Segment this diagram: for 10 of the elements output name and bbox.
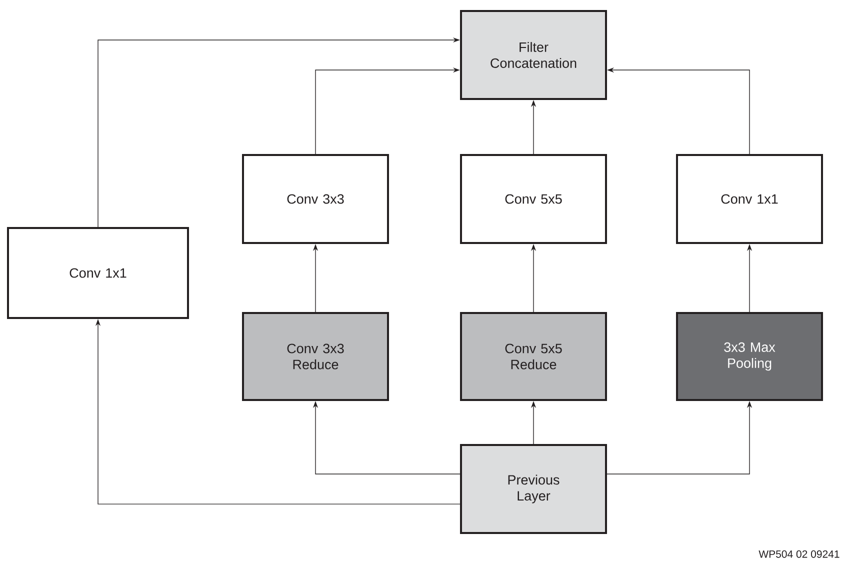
layer-box: Filter Concatenation (460, 10, 607, 100)
layer-box: Previous Layer (460, 444, 607, 534)
layer-box: Conv 5x5 (460, 154, 607, 244)
layer-box: Conv 3x3 Reduce (242, 312, 389, 401)
layer-box: Conv 5x5 Reduce (460, 312, 607, 401)
layer-box: Conv 1x1 (7, 227, 189, 319)
layer-box: Conv 3x3 (242, 154, 389, 244)
layer-box: Conv 1x1 (676, 154, 824, 244)
figure-id: WP504 02 09241 (758, 550, 840, 558)
layer-box: 3x3 Max Pooling (676, 312, 824, 401)
